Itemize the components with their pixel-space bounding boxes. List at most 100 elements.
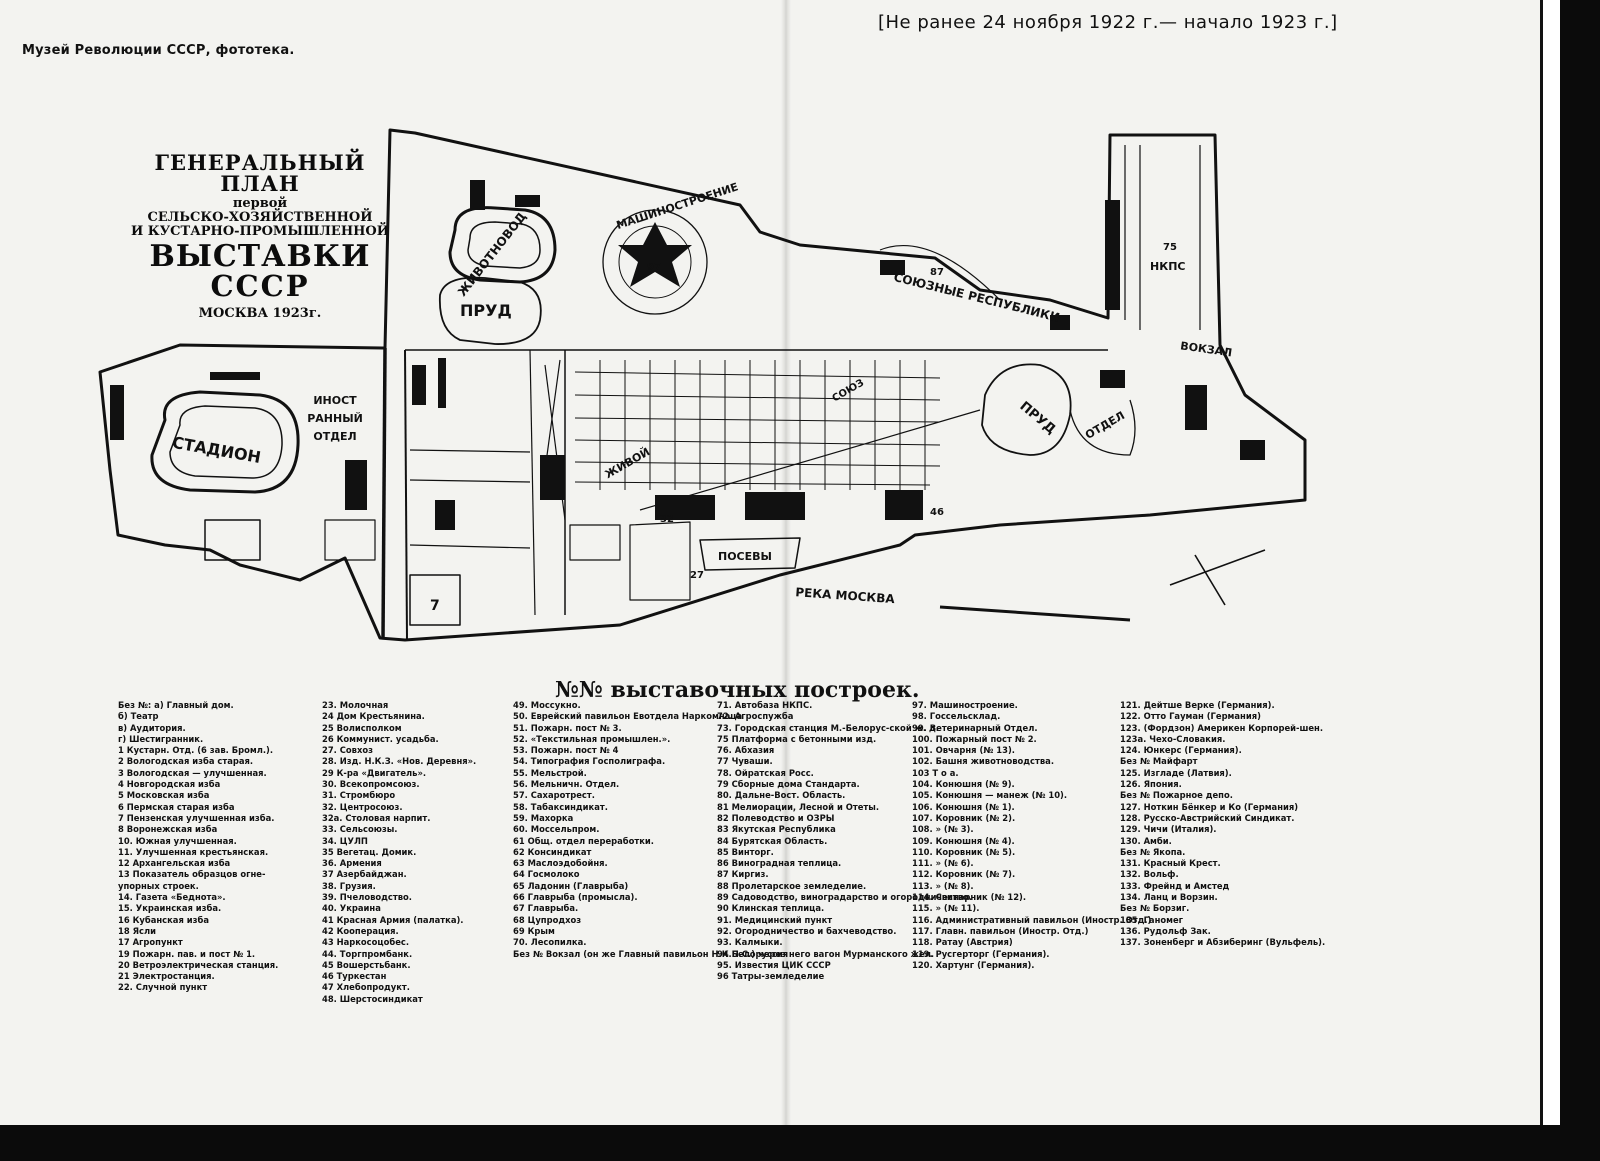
legend-entry: 32. Центросоюз. [322,801,403,812]
legend-entry: 70. Лесопилка. [513,937,587,948]
legend-entry: 51. Пожарн. пост № 3. [513,722,622,733]
map-label-soyuz: СОЮЗ [831,378,867,405]
map-label-75: 75 [1163,242,1177,253]
legend-entry: 31. Стромбюро [322,790,396,801]
legend-entry: 119. Русгерторг (Германия). [912,948,1050,959]
legend-entry: 96 Татры-земледелие [717,971,825,982]
legend-entry: 35 Вегетац. Домик. [322,846,417,857]
legend-entry: 135. Ганомег [1120,914,1184,925]
legend-entry: в) Аудитория. [118,722,186,733]
legend-entry: 131. Красный Крест. [1120,858,1221,869]
legend-entry: 33. Сельсоюзы. [322,824,398,835]
legend-entry: 110. Коровник (№ 5). [912,846,1016,857]
legend-entry: 115. » (№ 11). [912,903,980,914]
legend-entry: 125. Изгладе (Латвия). [1120,767,1232,778]
legend-entry: 8 Воронежская изба [118,824,218,835]
legend-entry: 36. Армения [322,858,382,869]
legend-entry: 105. Конюшня — манеж (№ 10). [912,790,1068,801]
map-label-27: 27 [690,570,704,581]
legend-entry: 65 Ладонин (Главрыба) [513,880,629,891]
legend-entry: 91. Медицинский пункт [717,914,833,925]
legend-entry: 123. (Фордзон) Америкен Корпорей-шен. [1120,722,1324,733]
legend-entry: 47 Хлебопродукт. [322,982,410,993]
legend-entry: 121. Дейтше Верке (Германия). [1120,700,1275,710]
legend-entry: 108. » (№ 3). [912,824,974,835]
legend-entry: 82 Полеводство и ОЗРЫ [717,812,835,823]
legend-entry: 62 Консиндикат [513,846,592,857]
legend-entry: 104. Конюшня (№ 9). [912,779,1015,790]
legend-entry: 24 Дом Крестьянина. [322,711,425,722]
legend-entry: 59. Махорка [513,812,574,823]
legend-entry: 57. Сахаротрест. [513,790,595,801]
legend-entry: 27. Совхоз [322,745,373,756]
legend-entry: 42 Кооперация. [322,925,399,936]
legend-entry: 28. Изд. Н.К.З. «Нов. Деревня». [322,756,477,767]
legend-entry: 10. Южная улучшенная. [118,835,237,846]
legend-entry: 18 Ясли [118,925,156,936]
legend-entry: 79 Сборные дома Стандарта. [717,779,860,790]
legend-entry: 49. Моссукно. [513,700,581,710]
legend-column: 97. Машиностроение.98. Госсельсклад.99. … [912,700,1151,971]
legend-entry: 13 Показатель образцов огне- [118,869,266,880]
legend-entry: 6 Пермская старая изба [118,801,235,812]
legend-entry: 72. Агроспужба [717,711,794,722]
legend-entry: 128. Русско-Австрийский Синдикат. [1120,812,1295,823]
legend-entry: 40. Украина [322,903,381,914]
map-title-line: ВЫСТАВКИ [149,239,371,274]
legend-entry: 113. » (№ 8). [912,880,974,891]
legend-entry: 68 Цупродхоз [513,914,582,925]
legend-title: №№ выставочных построек. [555,677,920,703]
map-title-line: первой [232,196,288,211]
map-label-stadium: СТАДИОН [171,433,263,467]
date-note: [Не ранее 24 ноября 1922 г.— начало 1923… [878,12,1338,33]
scale-bar [939,605,1131,622]
legend-entry: 14. Газета «Беднота». [118,892,226,903]
legend-entry: 5 Московская изба [118,790,210,801]
legend-entry: 116. Административный павильон (Иностр. … [912,914,1152,925]
map-label-87: 87 [930,267,944,278]
legend-entry: Без № Борзиг. [1120,903,1190,914]
legend-entry: 117. Главн. павильон (Иностр. Отд.) [912,925,1089,936]
map-label-nkps: НКПС [1150,260,1185,273]
map-label-pond-left: ПРУД [460,301,512,320]
pond-right [981,363,1072,456]
legend-entry: 2 Вологодская изба старая. [118,756,254,767]
legend-entry: 22. Случной пункт [118,982,208,993]
map-label-river: РЕКА МОСКВА [795,585,896,606]
legend-entry: Без № Якопа. [1120,846,1186,857]
map-label-livestock: ЖИВОТНОВОД [455,210,529,299]
legend-entry: 60. Моссельпром. [513,824,600,835]
legend-entry: 67 Главрыба. [513,903,579,914]
legend-entry: 7 Пензенская улучшенная изба. [118,812,275,823]
map-title-line: ГЕНЕРАЛЬНЫЙ ПЛАН [154,150,366,196]
legend-entry: Без № Пожарное депо. [1120,790,1233,801]
legend-entry: 23. Молочная [322,700,389,710]
legend-entry: 109. Конюшня (№ 4). [912,835,1015,846]
legend-column: 49. Моссукно.50. Еврейский павильон Евот… [513,700,934,960]
legend-entry: 76. Абхазия [717,745,775,756]
legend-entry: 21 Электростанция. [118,971,215,982]
legend-entry: 136. Рудольф Зак. [1120,925,1211,936]
map-label-7: 7 [430,598,440,614]
map-outline [98,128,1307,642]
legend-entry: 99. Ветеринарный Отдел. [912,722,1038,733]
legend-entry: 12 Архангельская изба [118,858,231,869]
map-label-46: 46 [930,507,944,518]
legend-entry: 26 Коммунист. усадьба. [322,733,439,744]
legend-entry: 102. Башня животноводства. [912,756,1055,767]
legend-entry: 124. Юнкерс (Германия). [1120,745,1242,756]
legend-entry: 95. Известия ЦИК СССР [717,959,831,970]
legend-entry: 61 Общ. отдел переработки. [513,835,654,846]
legend-entry: 80. Дальне-Вост. Область. [717,790,846,801]
map-label-station: ВОКЗАЛ [1179,339,1233,359]
legend-entry: 88 Пролетарское земледелие. [717,880,867,891]
legend-entry: 111. » (№ 6). [912,858,974,869]
legend-entry: 83 Якутская Республика [717,824,836,835]
legend-entry: 107. Коровник (№ 2). [912,812,1016,823]
legend-entry: 71. Автобаза НКПС. [717,700,813,710]
map-label-32: 32 [660,514,674,525]
legend-entry: 75 Платформа с бетонными изд. [717,733,877,744]
legend-entry: 17 Агропункт [118,937,183,948]
legend-entry: 63 Маслоэдобойня. [513,858,608,869]
